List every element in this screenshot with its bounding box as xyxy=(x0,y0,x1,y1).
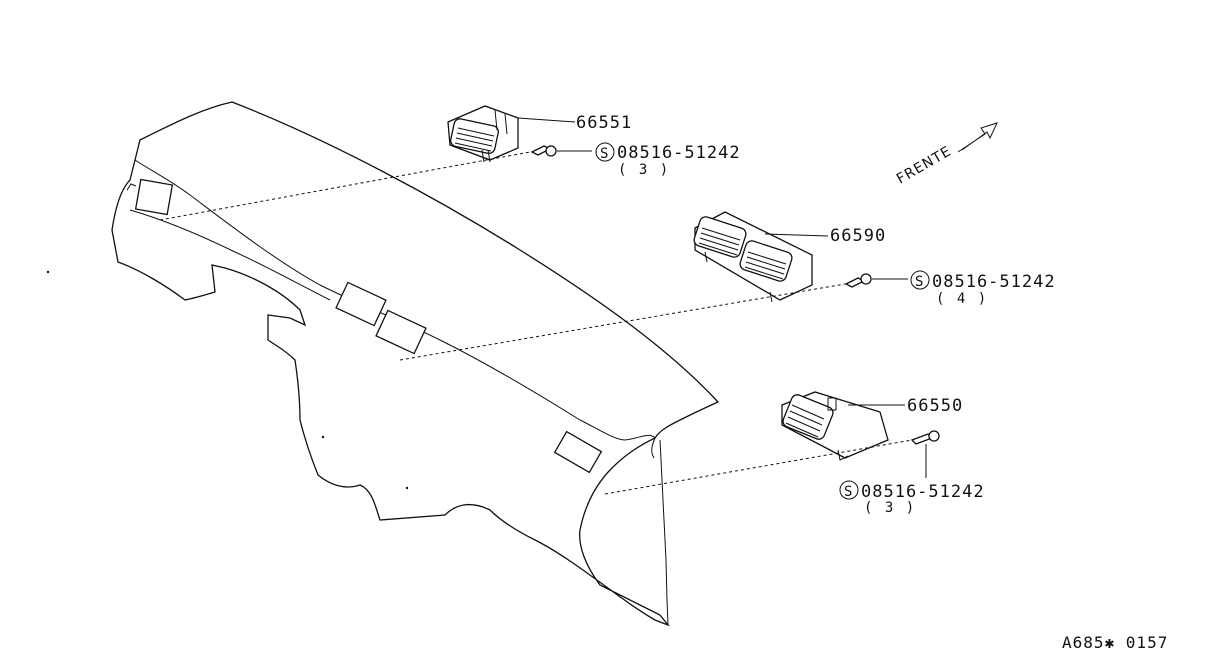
leader-66551 xyxy=(517,117,576,123)
panel-vent-opening xyxy=(335,281,387,327)
screw-icon xyxy=(844,273,872,288)
svg-text:S: S xyxy=(844,484,852,500)
panel-vent-opening xyxy=(375,309,427,355)
part-number-66550: 66550 xyxy=(907,396,963,416)
direction-label: FRENTE xyxy=(894,143,954,187)
screw-qty-3: ( 3 ) xyxy=(864,500,916,516)
screw-qty-2: ( 4 ) xyxy=(936,291,988,307)
standard-part-symbol-icon: S xyxy=(595,142,615,162)
leader-66590 xyxy=(764,233,829,237)
lower-vent-66550 xyxy=(781,391,889,461)
front-direction-arrow-icon xyxy=(957,122,998,153)
screw-qty-1: ( 3 ) xyxy=(618,162,670,178)
panel-vent-opening xyxy=(553,430,603,474)
screw-part-number-1: 08516-51242 xyxy=(617,143,741,163)
screw-icon xyxy=(910,430,940,445)
standard-part-symbol-icon: S xyxy=(910,270,930,290)
diagram-reference-code: A685✱ 0157 xyxy=(1062,633,1168,652)
center-vent-66551 xyxy=(447,105,519,163)
guide-line xyxy=(604,439,913,495)
part-number-66551: 66551 xyxy=(576,113,632,133)
svg-text:S: S xyxy=(600,146,608,162)
screw-part-number-3: 08516-51242 xyxy=(861,482,985,502)
svg-text:S: S xyxy=(915,274,923,290)
instrument-panel xyxy=(46,101,720,627)
guide-line xyxy=(159,151,531,221)
standard-part-symbol-icon: S xyxy=(839,480,859,500)
part-number-66590: 66590 xyxy=(830,226,886,246)
screw-part-number-2: 08516-51242 xyxy=(932,272,1056,292)
side-vent-pair-66590 xyxy=(693,211,813,303)
panel-vent-opening xyxy=(134,178,174,216)
screw-icon xyxy=(530,145,557,157)
